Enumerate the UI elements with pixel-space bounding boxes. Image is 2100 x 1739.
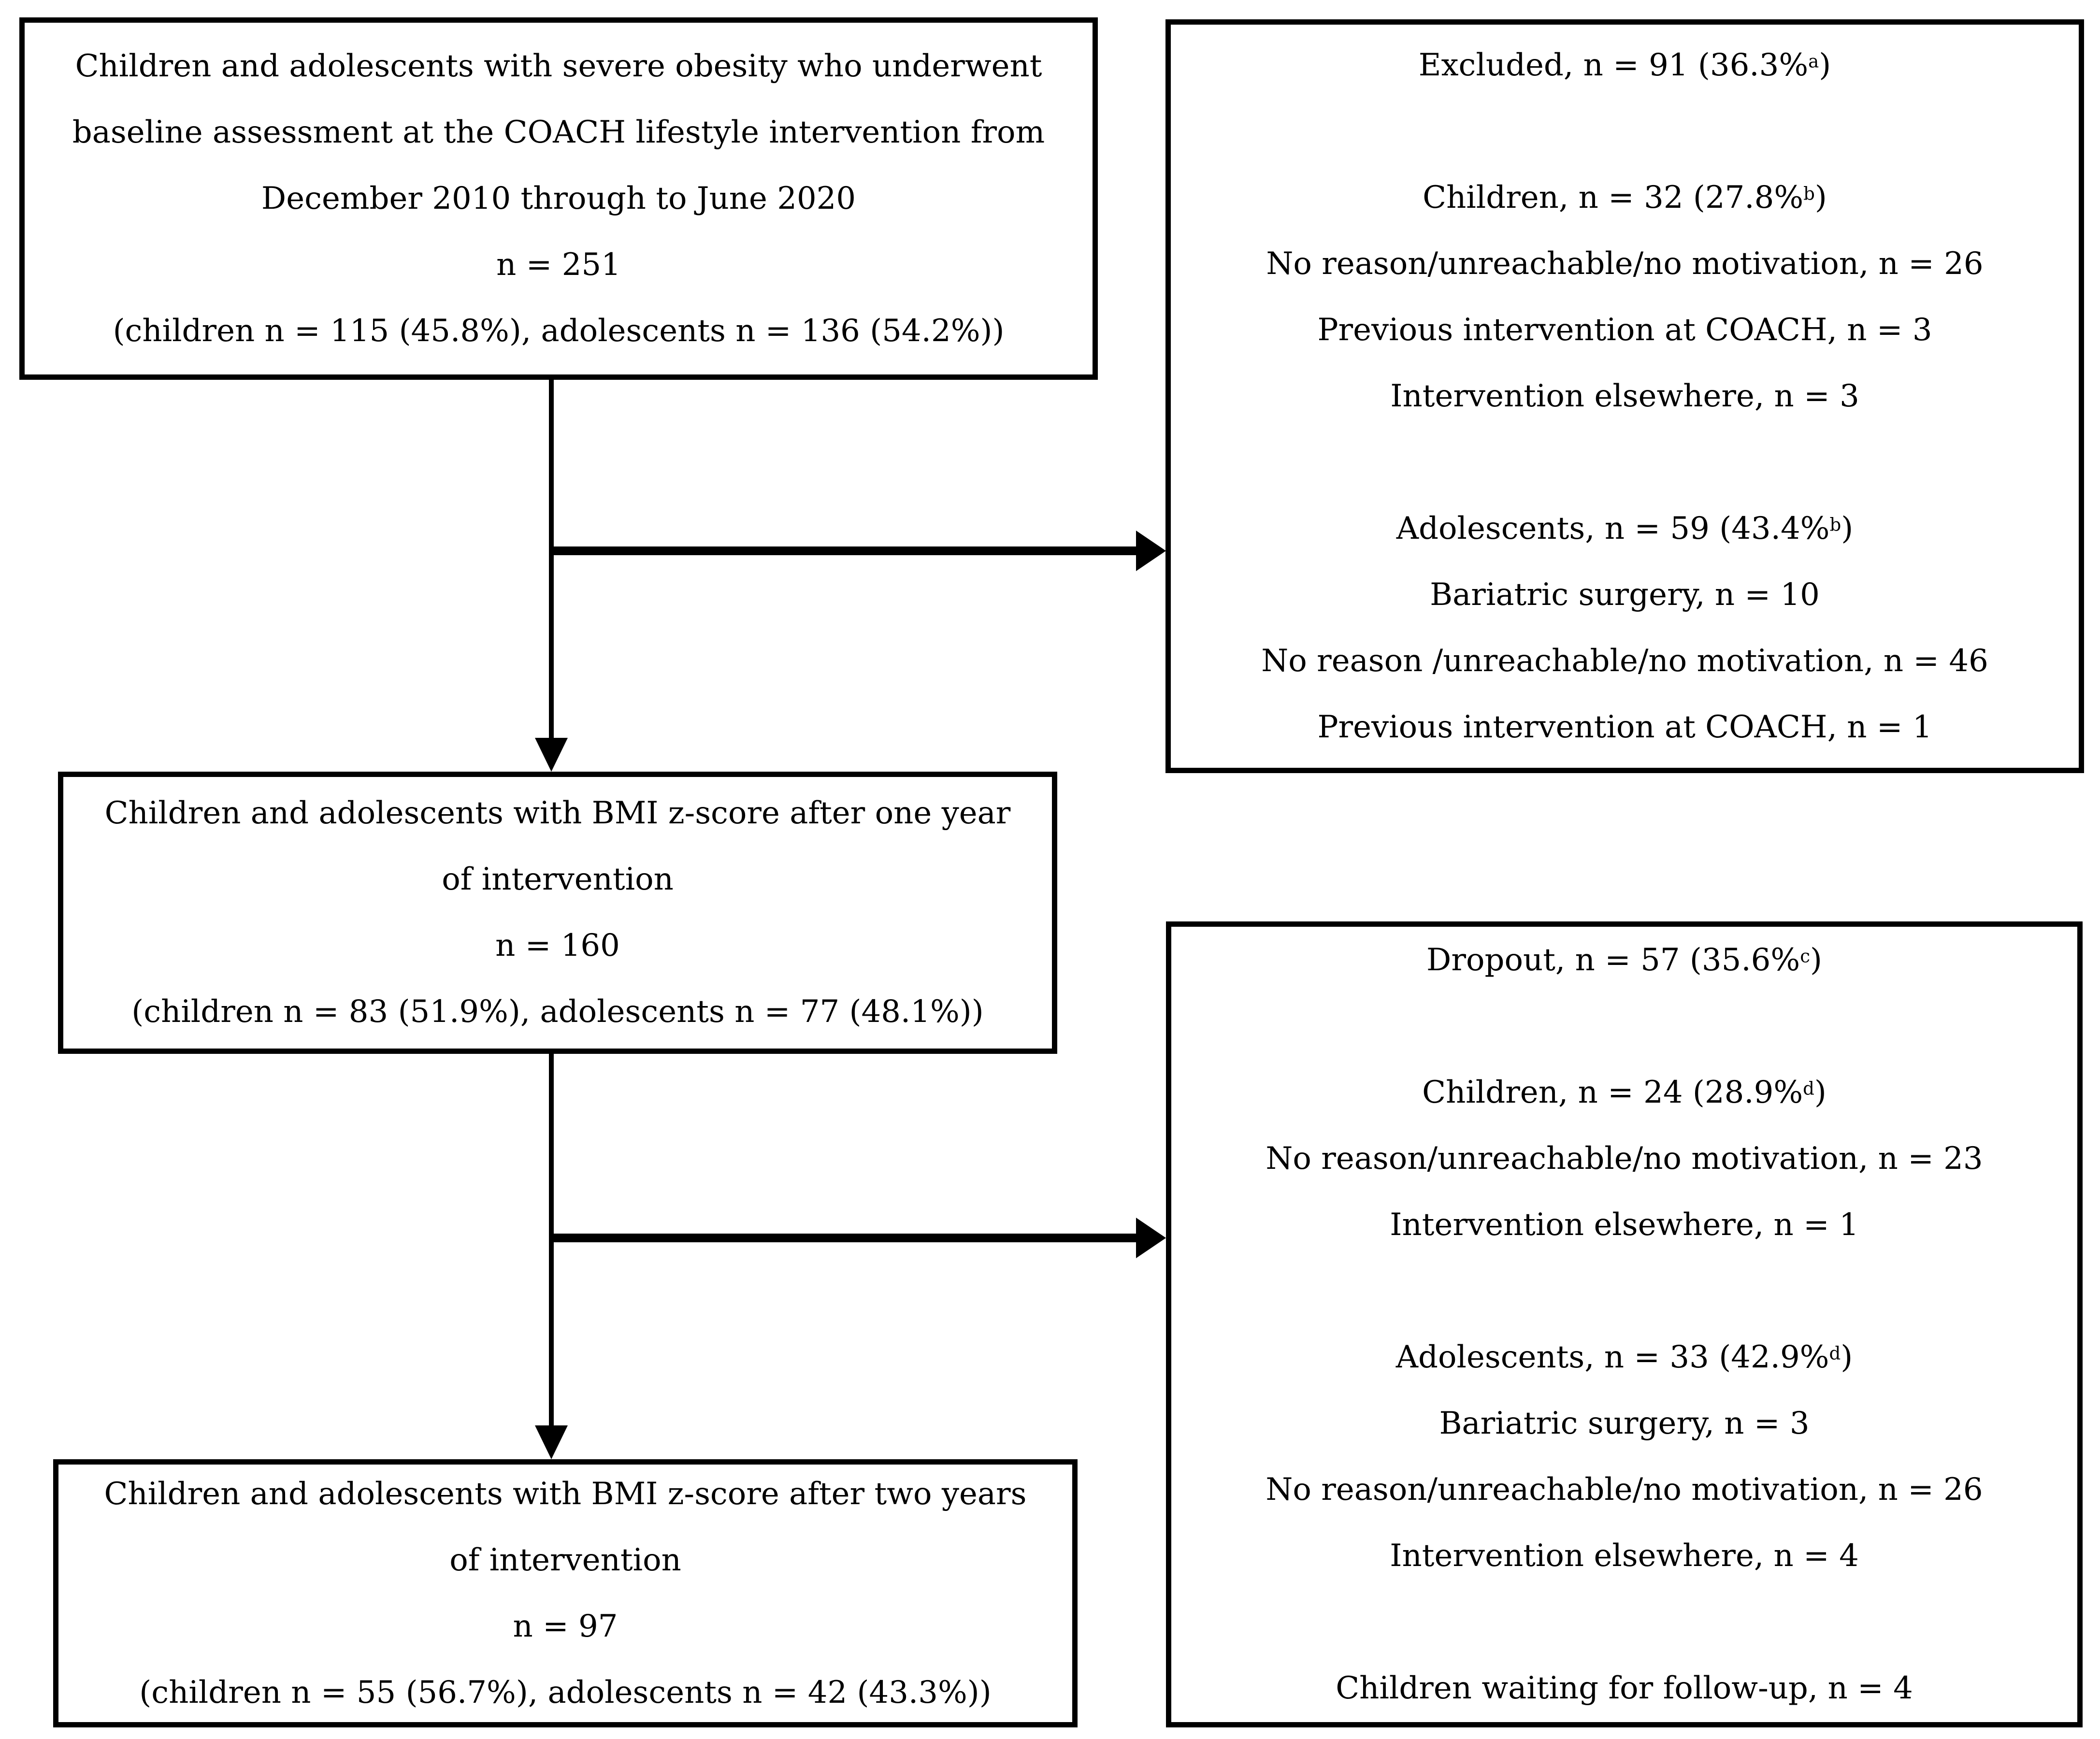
connector-to-excluded-line <box>549 546 1137 555</box>
box-baseline-assessment: Children and adolescents with severe obe… <box>19 17 1098 380</box>
dropout-line-4: Intervention elsewhere, n = 1 <box>1390 1207 1859 1243</box>
baseline-line-2: December 2010 through to June 2020 <box>261 180 856 216</box>
footnote-superscript: d <box>1829 1343 1841 1364</box>
dropout-line-10 <box>1171 1589 2077 1655</box>
footnote-superscript: c <box>1800 946 1810 967</box>
footnote-superscript: a <box>1808 50 1819 72</box>
two-year-line-2: n = 97 <box>513 1608 618 1644</box>
box-one-year-followup: Children and adolescents with BMI z-scor… <box>58 772 1057 1054</box>
arrow-right-icon <box>1136 531 1166 571</box>
arrow-right-icon <box>1136 1218 1166 1258</box>
two-year-line-0: Children and adolescents with BMI z-scor… <box>104 1476 1027 1512</box>
one-year-line-2: n = 160 <box>495 928 620 963</box>
dropout-line-3: No reason/unreachable/no motivation, n =… <box>1266 1141 1983 1177</box>
box-excluded: Excluded, n = 91 (36.3%a) Children, n = … <box>1165 19 2084 773</box>
box-dropout: Dropout, n = 57 (35.6%c) Children, n = 2… <box>1166 921 2083 1727</box>
dropout-line-2: Children, n = 24 (28.9%d) <box>1422 1075 1827 1110</box>
connector-to-dropout-line <box>549 1234 1137 1242</box>
footnote-superscript: d <box>1803 1078 1814 1099</box>
excluded-line-6 <box>1171 430 2079 496</box>
one-year-line-3: (children n = 83 (51.9%), adolescents n … <box>131 994 984 1030</box>
box-two-year-followup: Children and adolescents with BMI z-scor… <box>53 1459 1078 1727</box>
connector-baseline-to-one-year-line <box>549 380 554 738</box>
footnote-superscript: b <box>1803 183 1815 204</box>
baseline-line-1: baseline assessment at the COACH lifesty… <box>72 114 1045 150</box>
dropout-line-6: Adolescents, n = 33 (42.9%d) <box>1395 1339 1853 1375</box>
two-year-line-3: (children n = 55 (56.7%), adolescents n … <box>139 1674 992 1710</box>
arrow-down-icon <box>535 1425 568 1459</box>
excluded-line-7: Adolescents, n = 59 (43.4%b) <box>1396 510 1854 546</box>
excluded-line-5: Intervention elsewhere, n = 3 <box>1390 378 1859 414</box>
excluded-line-1 <box>1171 99 2079 165</box>
dropout-line-8: No reason/unreachable/no motivation, n =… <box>1266 1472 1983 1508</box>
excluded-line-4: Previous intervention at COACH, n = 3 <box>1317 312 1932 348</box>
dropout-line-7: Bariatric surgery, n = 3 <box>1439 1406 1810 1441</box>
arrow-down-icon <box>535 738 568 772</box>
baseline-line-4: (children n = 115 (45.8%), adolescents n… <box>113 313 1005 349</box>
dropout-line-9: Intervention elsewhere, n = 4 <box>1390 1538 1859 1574</box>
dropout-line-5 <box>1171 1258 2077 1324</box>
footnote-superscript: b <box>1829 514 1841 535</box>
baseline-line-0: Children and adolescents with severe obe… <box>75 48 1042 84</box>
two-year-line-1: of intervention <box>449 1542 681 1578</box>
excluded-line-0: Excluded, n = 91 (36.3%a) <box>1418 47 1831 83</box>
excluded-line-8: Bariatric surgery, n = 10 <box>1430 576 1820 613</box>
excluded-line-3: No reason/unreachable/no motivation, n =… <box>1266 245 1984 282</box>
baseline-line-3: n = 251 <box>496 246 621 283</box>
one-year-line-0: Children and adolescents with BMI z-scor… <box>104 795 1011 831</box>
dropout-line-0: Dropout, n = 57 (35.6%c) <box>1426 942 1822 978</box>
one-year-line-1: of intervention <box>442 862 674 897</box>
excluded-line-2: Children, n = 32 (27.8%b) <box>1423 179 1827 216</box>
dropout-line-1 <box>1171 993 2077 1060</box>
dropout-line-11: Children waiting for follow-up, n = 4 <box>1336 1670 1913 1706</box>
excluded-line-10: Previous intervention at COACH, n = 1 <box>1317 709 1932 745</box>
excluded-line-9: No reason /unreachable/no motivation, n … <box>1261 643 1988 679</box>
